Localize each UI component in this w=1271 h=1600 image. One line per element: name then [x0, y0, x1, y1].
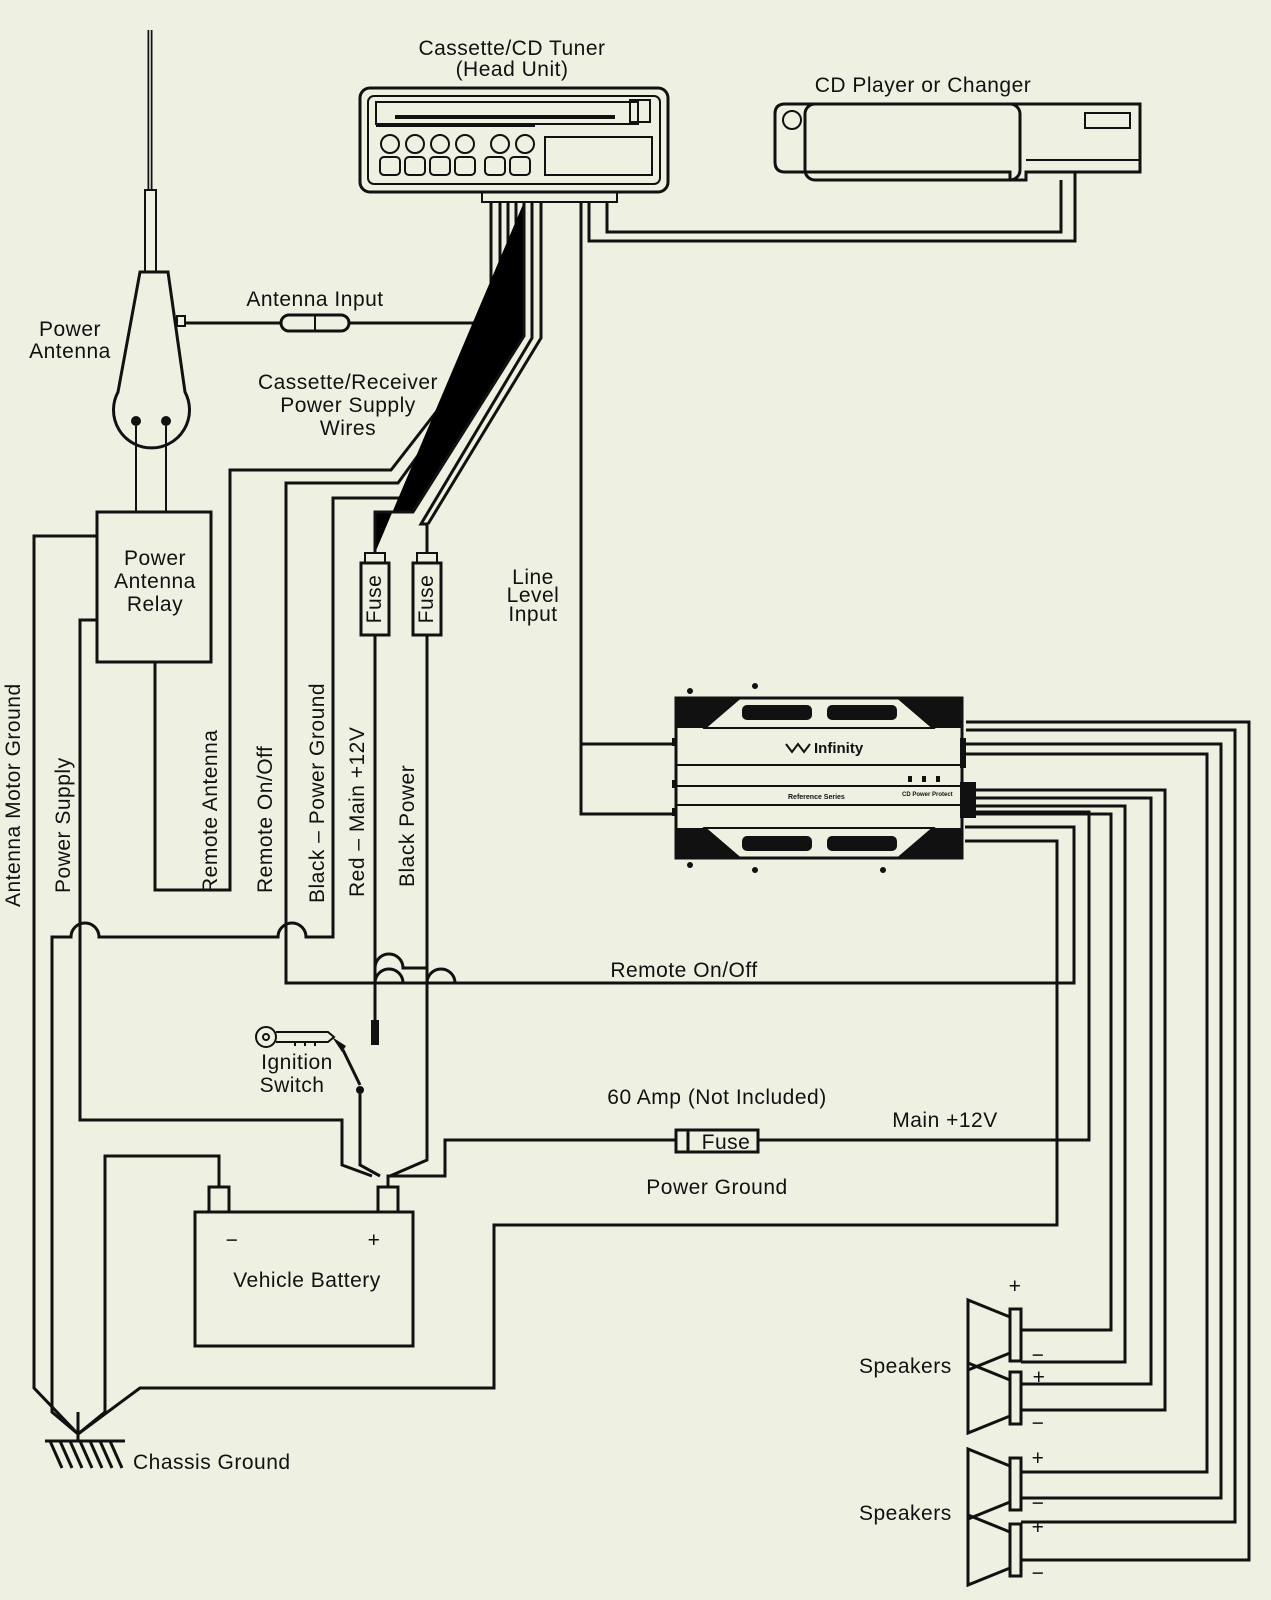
main-12v-wire — [386, 1138, 676, 1187]
remote-on-off-vertical-label: Remote On/Off — [254, 746, 277, 893]
speakers-bottom-label: Speakers — [859, 1502, 952, 1525]
red-main-12v-label: Red – Main +12V — [346, 727, 369, 897]
power-antenna-label-2: Antenna — [29, 340, 111, 363]
fuse-60-amp: Fuse — [674, 1128, 760, 1154]
vehicle-battery — [77, 1154, 415, 1436]
cd-changer-cable — [587, 172, 1077, 243]
head-unit-label-2: (Head Unit) — [456, 58, 569, 81]
line-level-label-2: Level — [507, 584, 560, 607]
amplifier: Infinity Reference Series CD Power Prote… — [672, 683, 976, 873]
ignition-switch — [255, 1026, 381, 1178]
ignition-contact — [371, 1020, 379, 1045]
relay-label-2: Antenna — [114, 570, 196, 593]
power-supply-label: Power Supply — [52, 757, 75, 893]
supply-wires-label-1: Cassette/Receiver — [258, 371, 438, 394]
head-unit-label-1: Cassette/CD Tuner — [418, 37, 605, 60]
amp-60-label: 60 Amp (Not Included) — [607, 1086, 826, 1109]
antenna-input-label: Antenna Input — [246, 288, 383, 311]
battery-plus: + — [368, 1229, 381, 1252]
power-ground-label: Power Ground — [646, 1176, 787, 1199]
battery-minus: − — [226, 1229, 239, 1252]
amp-series: Reference Series — [788, 794, 845, 801]
black-power-wire — [425, 635, 457, 984]
antenna-motor-ground-wire — [32, 534, 97, 1436]
speaker-plus: + — [1032, 1447, 1045, 1470]
fuse-60-label: Fuse — [702, 1131, 751, 1154]
chassis-ground — [45, 1412, 125, 1469]
amp-panel-text: CD Power Protect — [902, 792, 953, 798]
power-antenna — [112, 30, 191, 450]
antenna-input-cable — [185, 202, 493, 333]
speaker — [966, 1446, 1023, 1522]
speakers-top-label: Speakers — [859, 1355, 952, 1378]
main-12v-label: Main +12V — [892, 1109, 997, 1132]
speaker-minus: − — [1032, 1492, 1045, 1515]
speaker-plus: + — [1009, 1275, 1022, 1298]
power-ground-wire — [77, 839, 1059, 1436]
cd-player-label: CD Player or Changer — [815, 74, 1032, 97]
cd-player — [773, 102, 1142, 182]
chassis-ground-label: Chassis Ground — [133, 1451, 291, 1474]
line-level-input-wire — [579, 202, 676, 746]
antenna-motor-ground-label: Antenna Motor Ground — [2, 683, 25, 907]
line-level-label-3: Input — [508, 603, 557, 626]
fuse-label: Fuse — [363, 575, 386, 624]
black-power-ground-label: Black – Power Ground — [306, 683, 329, 903]
amp-brand: Infinity — [814, 740, 864, 757]
speaker-minus: − — [1032, 1412, 1045, 1435]
head-unit — [358, 86, 670, 203]
speaker — [966, 1512, 1023, 1588]
fuse-red-main: Fuse — [359, 552, 391, 637]
speaker-wires — [966, 720, 1251, 1562]
head-unit-power-wires — [50, 202, 1076, 1436]
relay-label-3: Relay — [127, 593, 183, 616]
speaker — [966, 1360, 1023, 1436]
supply-wires-label-3: Wires — [320, 417, 376, 440]
relay-label-1: Power — [124, 547, 186, 570]
speaker — [966, 1297, 1023, 1373]
remote-antenna-label: Remote Antenna — [199, 730, 222, 893]
black-power-label: Black Power — [396, 765, 419, 887]
speaker-plus: + — [1032, 1516, 1045, 1539]
power-antenna-label-1: Power — [39, 318, 101, 341]
speaker-minus: − — [1032, 1344, 1045, 1367]
red-main-12v-wire — [373, 635, 427, 970]
power-supply-wire — [78, 618, 373, 1178]
fuse-label: Fuse — [415, 575, 438, 624]
ignition-label-1: Ignition — [261, 1051, 333, 1074]
vehicle-battery-label: Vehicle Battery — [233, 1269, 381, 1292]
line-level-label-1: Line — [512, 566, 554, 589]
head-unit-buttons — [379, 134, 535, 176]
speaker-minus: − — [1032, 1562, 1045, 1585]
fuse-black-power: Fuse — [411, 552, 443, 637]
speaker-plus: + — [1033, 1366, 1046, 1389]
ignition-label-2: Switch — [260, 1074, 325, 1097]
remote-on-off-label: Remote On/Off — [610, 959, 757, 982]
supply-wires-label-2: Power Supply — [280, 394, 416, 417]
